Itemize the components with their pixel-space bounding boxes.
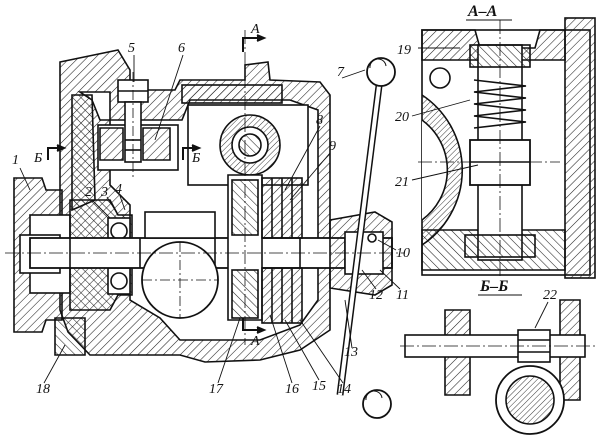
label-3: 3: [100, 185, 108, 200]
cut-mark-b-mid: Б: [191, 151, 200, 166]
label-7: 7: [337, 65, 345, 80]
housing-foot: [54, 317, 86, 356]
part-number-labels: 1 2 3 4 5 6 7 8 9 10 11 12 13 14 15 16 1…: [12, 41, 557, 397]
label-16: 16: [285, 382, 299, 397]
label-22: 22: [543, 288, 557, 303]
label-18: 18: [36, 382, 50, 397]
cut-mark-a-top: А: [250, 22, 260, 37]
cutting-plane-marks: [47, 34, 267, 334]
label-4: 4: [115, 182, 122, 197]
cut-mark-b-left: Б: [33, 151, 42, 166]
section-bb-view: [400, 299, 595, 435]
clamp-block: [99, 127, 124, 161]
label-9: 9: [329, 139, 336, 154]
section-aa-title: А–А: [467, 3, 498, 20]
lever-knob-bottom: [362, 389, 392, 419]
label-10: 10: [396, 246, 410, 261]
label-17: 17: [209, 382, 224, 397]
label-11: 11: [396, 288, 409, 303]
label-19: 19: [397, 43, 411, 58]
label-1: 1: [12, 153, 19, 168]
label-15: 15: [312, 379, 326, 394]
section-labels: А–А Б–Б А А Б Б: [33, 3, 522, 349]
cut-mark-a-bottom: А: [250, 334, 260, 349]
main-section-view: [5, 30, 405, 419]
main-gear-block: [144, 211, 216, 239]
label-6: 6: [178, 41, 185, 56]
aa-spring: [473, 79, 527, 129]
label-5: 5: [128, 41, 135, 56]
top-boss: [181, 84, 283, 104]
label-14: 14: [337, 382, 351, 397]
label-12: 12: [369, 288, 383, 303]
label-21: 21: [395, 175, 409, 190]
section-aa-view: [418, 17, 596, 279]
label-20: 20: [395, 110, 409, 125]
label-2: 2: [85, 185, 92, 200]
label-13: 13: [344, 345, 358, 360]
section-bb-title: Б–Б: [479, 278, 508, 295]
lever-knob-top: [366, 57, 396, 87]
leader-lines: [19, 47, 549, 384]
label-8: 8: [316, 113, 323, 128]
